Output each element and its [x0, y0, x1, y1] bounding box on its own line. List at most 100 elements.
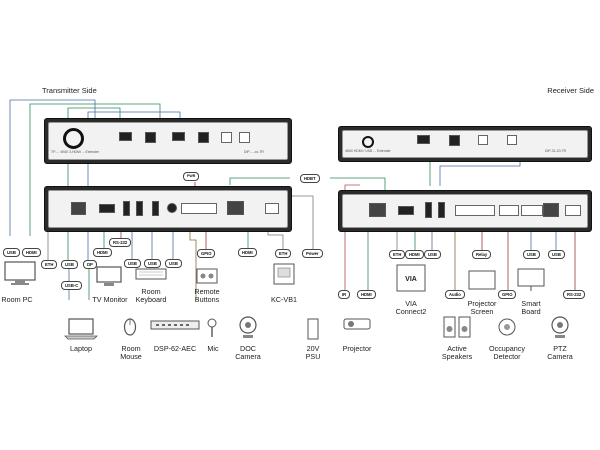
room-keyboard-icon — [135, 268, 167, 280]
label-projector: Projector — [342, 344, 372, 353]
rx-front-plate: 4K60 HDMI / USB ... Extender DIP-31-20-T… — [342, 130, 588, 158]
dsp-unit-icon — [150, 320, 200, 330]
projector-screen-icon — [468, 270, 496, 290]
tag-dsp-usb: USB — [165, 259, 182, 268]
tag-psu-power: Power — [302, 249, 323, 258]
label-mic: Mic — [207, 344, 219, 353]
mic-icon — [207, 318, 217, 337]
rx-rear-audio-terminal[interactable] — [455, 205, 495, 216]
label-remote-buttons: Remote Buttons — [194, 287, 220, 305]
tx-front-usb-b-1[interactable] — [145, 132, 156, 143]
wire-hdbt-b — [330, 177, 386, 190]
tag-room-pc-hdmi: HDMI — [22, 248, 41, 257]
label-via: VIA Connect2 — [395, 299, 427, 317]
kc-vb1-icon — [273, 263, 295, 285]
room-pc-icon — [4, 261, 36, 285]
wire-laptop-hdmi-front — [67, 107, 121, 260]
label-doc-camera: DOC Camera — [235, 344, 261, 362]
tx-input-button[interactable] — [221, 132, 232, 143]
tx-rear-power-connector[interactable] — [265, 203, 279, 214]
tag-gpio-tx: GPIO — [197, 249, 216, 258]
svg-text:VIA: VIA — [405, 276, 417, 283]
tx-rear-plate — [48, 190, 288, 228]
tag-via-hdmi: HDMI — [405, 250, 424, 259]
occupancy-detector-icon — [498, 318, 516, 336]
label-room-mouse: Room Mouse — [120, 344, 142, 362]
remote-buttons-icon — [196, 268, 218, 284]
projector-icon — [343, 318, 371, 330]
rx-rear-relay-terminal[interactable] — [499, 205, 519, 216]
tx-rear-ethernet-port[interactable] — [71, 202, 86, 215]
tx-rear-usb-a-2[interactable] — [136, 201, 143, 216]
tag-kc-eth: ETH — [275, 249, 292, 258]
rx-rear-usb-a-2[interactable] — [438, 202, 445, 218]
rx-input-button[interactable] — [478, 135, 488, 145]
tx-rear-hdmi-out[interactable] — [99, 204, 115, 213]
tx-model: TP-... 4K60 3-HDMI ... Extender — [51, 150, 100, 154]
room-mouse-icon — [123, 318, 137, 336]
rx-display-button[interactable] — [507, 135, 517, 145]
tx-rear-usb-a-3[interactable] — [152, 201, 159, 216]
label-laptop: Laptop — [70, 344, 92, 353]
tag-doc-hdmi: HDMI — [238, 248, 257, 257]
wire-room-pc-hdmi — [29, 103, 161, 236]
rx-model: 4K60 HDMI / USB ... Extender — [345, 149, 391, 153]
tag-gpio-rx: GPIO — [498, 290, 517, 299]
tag-proj-hdmi: HDMI — [357, 290, 376, 299]
label-tv-monitor: TV Monitor — [92, 295, 128, 304]
tx-rear-hdbt-port[interactable] — [227, 201, 244, 215]
transmitter-front-panel: TP-... 4K60 3-HDMI ... Extender DIP-...-… — [44, 118, 292, 164]
label-dsp: DSP-62-AEC — [153, 344, 197, 353]
tag-ptz-usb: USB — [548, 250, 565, 259]
tx-code: DIP-...-xx-TR — [244, 150, 264, 154]
tx-rear-terminal-block[interactable] — [181, 203, 217, 214]
tx-front-hdmi-1[interactable] — [119, 132, 132, 141]
label-kc-vb1: KC-VB1 — [271, 295, 297, 304]
receiver-rear-panel — [338, 190, 592, 232]
via-connect2-icon: VIA — [396, 264, 426, 292]
label-psu: 20V PSU — [305, 344, 321, 362]
tx-front-plate: TP-... 4K60 3-HDMI ... Extender DIP-...-… — [48, 122, 288, 160]
tx-display-button[interactable] — [239, 132, 250, 143]
tag-keyboard-usb: USB — [144, 259, 161, 268]
kramer-logo-icon — [63, 128, 84, 149]
tag-laptop-hdmi: HDMI — [93, 248, 112, 257]
tx-front-usb-b-2[interactable] — [198, 132, 209, 143]
rx-rear-ethernet-port[interactable] — [543, 203, 559, 217]
label-speakers: Active Speakers — [441, 344, 473, 362]
wire-proj-ir — [344, 184, 360, 292]
tx-front-hdmi-2[interactable] — [172, 132, 185, 141]
rx-front-usb[interactable] — [449, 135, 460, 146]
pwr-link-tag: PWR — [183, 172, 200, 181]
label-occupancy: Occupancy Detector — [489, 344, 525, 362]
tx-rear-audio-jack[interactable] — [167, 203, 177, 213]
receiver-side-title: Receiver Side — [547, 86, 594, 95]
rx-rear-hdbt-port[interactable] — [369, 203, 386, 217]
tx-rear-usb-a-1[interactable] — [123, 201, 130, 216]
laptop-icon — [64, 318, 98, 340]
rx-rear-rs232-terminal[interactable] — [565, 205, 581, 216]
tag-room-pc-usb: USB — [3, 248, 20, 257]
label-room-pc: Room PC — [1, 295, 33, 304]
tag-audio: Audio — [445, 290, 465, 299]
tag-laptop-usbc: USB-C — [61, 281, 83, 290]
tag-rs232-tx: RS-232 — [109, 238, 132, 247]
hdbt-link-tag: HDBT — [300, 174, 320, 183]
tag-via-usb: USB — [424, 250, 441, 259]
rx-rear-hdmi-out[interactable] — [398, 206, 414, 215]
tag-mouse-usb: USB — [124, 259, 141, 268]
smart-board-icon — [517, 268, 545, 291]
wire-hdbt-a — [229, 177, 290, 185]
tag-smartboard-usb: USB — [523, 250, 540, 259]
rx-rear-gpio-terminal[interactable] — [521, 205, 543, 216]
tv-monitor-icon — [96, 266, 122, 286]
rx-rear-usb-a-1[interactable] — [425, 202, 432, 218]
rx-front-hdmi[interactable] — [417, 135, 430, 144]
transmitter-rear-panel — [44, 186, 292, 232]
tag-proj-ir: IR — [338, 290, 351, 299]
tag-relay: Relay — [472, 250, 492, 259]
rx-rear-plate — [342, 194, 588, 228]
label-smart-board: Smart Board — [521, 299, 541, 317]
tag-eth-tx: ETH — [41, 260, 58, 269]
receiver-front-panel: 4K60 HDMI / USB ... Extender DIP-31-20-T… — [338, 126, 592, 162]
